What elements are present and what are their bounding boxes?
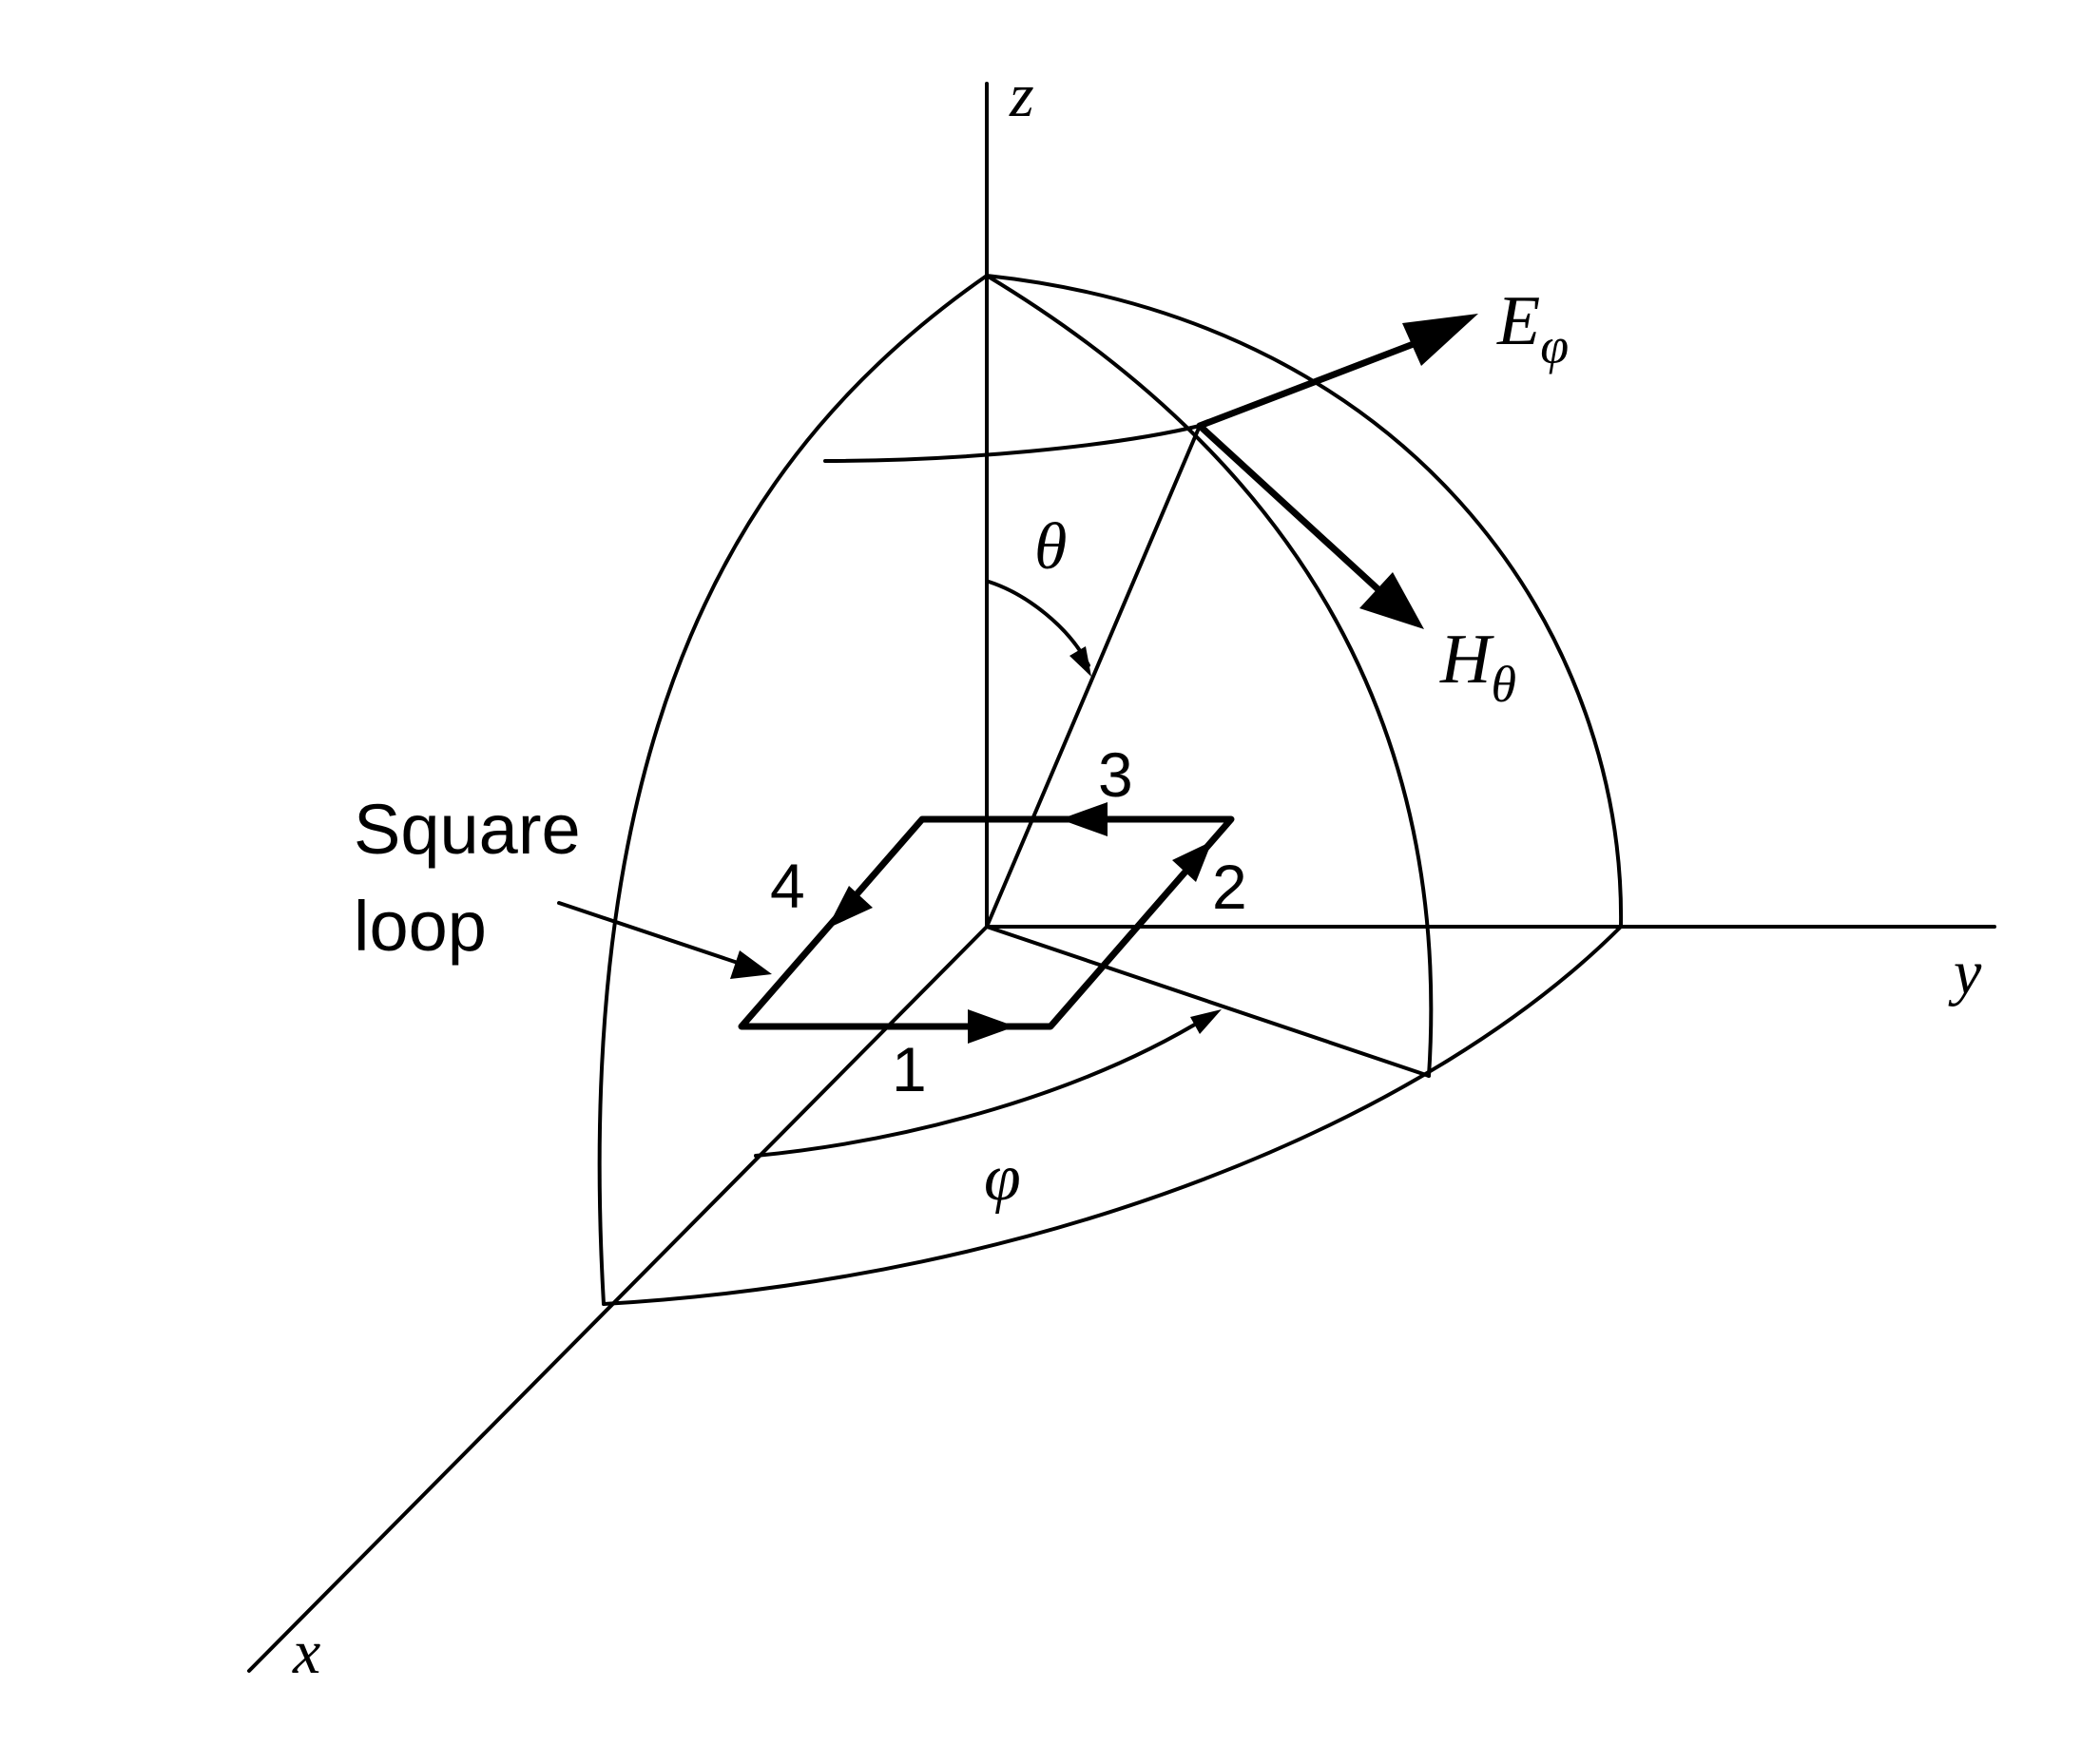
phi-arrowhead — [1190, 1009, 1222, 1034]
axis-labels: z y x — [292, 61, 1982, 1687]
square-loop: 1 2 3 4 — [738, 739, 1247, 1104]
segment-2-label: 2 — [1212, 852, 1247, 922]
field-vectors: Eφ Hθ — [1196, 282, 1569, 713]
phi-arc — [754, 1015, 1209, 1158]
h-field-symbol: H — [1439, 621, 1494, 699]
h-field-subscript: θ — [1491, 656, 1516, 713]
loop-label-line2: loop — [354, 887, 487, 966]
ground-projection-line — [985, 925, 1431, 1078]
segment-3-arrowhead — [1060, 802, 1108, 836]
loop-label-line1: Square — [354, 790, 581, 869]
callout-leader — [557, 901, 745, 967]
e-field-label: Eφ — [1496, 282, 1569, 374]
callout-arrowhead — [730, 950, 772, 979]
loop-callout: Square loop — [354, 790, 772, 979]
e-field-symbol: E — [1496, 282, 1540, 360]
segment-4-label: 4 — [770, 851, 805, 921]
meridian-yz — [985, 274, 1624, 929]
radius-line — [985, 424, 1202, 929]
z-axis-label: z — [1009, 61, 1034, 130]
e-field-vector — [1196, 334, 1435, 430]
segment-2-arrowhead — [1172, 841, 1212, 882]
h-field-arrowhead — [1359, 572, 1424, 629]
phi-label: φ — [984, 1141, 1021, 1215]
theta-angle: θ — [987, 510, 1091, 677]
segment-1-label: 1 — [892, 1034, 927, 1104]
loop-outline — [738, 815, 1235, 1030]
h-field-label: Hθ — [1439, 621, 1516, 713]
y-axis-label: y — [1948, 938, 1982, 1007]
x-axis-label: x — [292, 1618, 320, 1687]
axes — [247, 82, 1996, 1673]
meridian-xz — [597, 274, 989, 1306]
x-axis — [247, 925, 989, 1673]
theta-arrowhead — [1069, 646, 1091, 677]
latitude-arc — [823, 424, 1202, 463]
segment-4-arrowhead — [827, 886, 873, 929]
sphere-octant — [597, 274, 1624, 1306]
segment-3-label: 3 — [1098, 739, 1133, 810]
e-field-subscript: φ — [1540, 317, 1569, 374]
segment-1-arrowhead — [968, 1009, 1015, 1044]
h-field-vector — [1196, 422, 1387, 598]
phi-angle: φ — [754, 1009, 1222, 1215]
meridian-phi — [985, 274, 1434, 1078]
theta-label: θ — [1034, 510, 1067, 584]
theta-arc — [987, 580, 1090, 667]
e-field-arrowhead — [1402, 314, 1478, 366]
equator-arc — [602, 925, 1623, 1306]
